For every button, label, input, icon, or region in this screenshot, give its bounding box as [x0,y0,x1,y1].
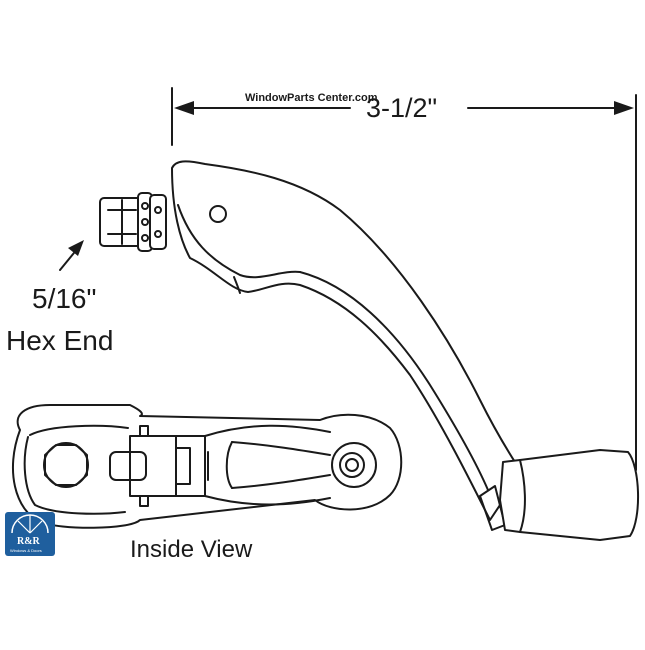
callout-arrow [59,240,84,271]
brand-logo: R&R Windows & Doors [5,512,55,556]
inside-view-drawing [12,404,403,529]
hex-end-drawing [99,192,167,252]
watermark-text: WindowParts Center.com [245,92,378,104]
logo-main-text: R&R [17,536,41,547]
dimension-arrow-right [614,101,634,115]
logo-sub-text: Windows & Doors [10,548,42,553]
callout-size: 5/16" [32,283,96,314]
callout-description: Hex End [6,325,113,356]
inside-view-caption: Inside View [130,536,253,563]
crank-knob [499,449,639,541]
dimension-arrow-left [174,101,194,115]
dimension-label: 3-1/2" [366,93,437,123]
dimension-line [171,87,637,471]
